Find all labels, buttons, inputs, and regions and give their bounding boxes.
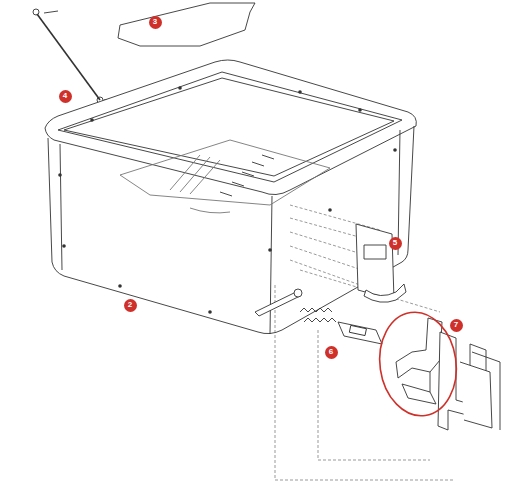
callout-marker: 3 [149, 16, 162, 29]
callout-marker: 4 [59, 90, 72, 103]
callout-marker: 2 [124, 299, 137, 312]
callout-number: 7 [454, 321, 458, 329]
callout-number: 6 [329, 348, 333, 356]
callout-number: 2 [128, 301, 132, 309]
callout-marker: 6 [325, 346, 338, 359]
callout-marker: 5 [389, 237, 402, 250]
callout-number: 5 [393, 239, 397, 247]
callout-marker: 7 [450, 319, 463, 332]
callout-number: 4 [63, 92, 67, 100]
callout-number: 3 [153, 18, 157, 26]
